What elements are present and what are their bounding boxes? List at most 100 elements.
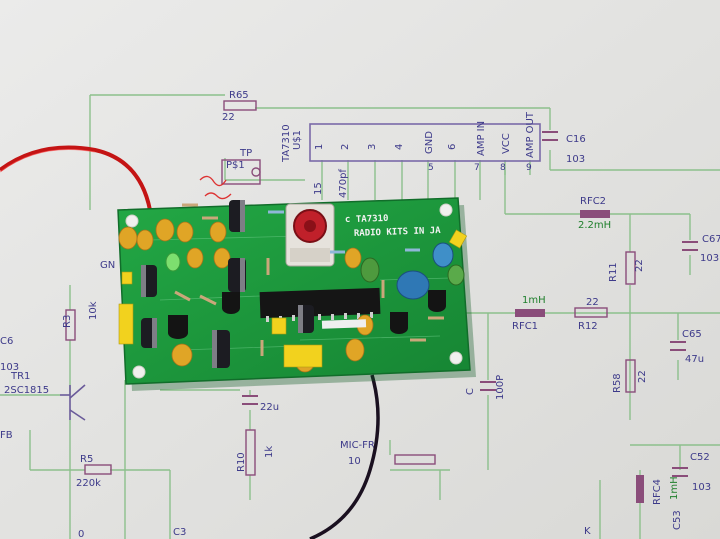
label-rfc1-value: 1mH bbox=[522, 295, 546, 306]
blue-capacitor-small bbox=[432, 242, 454, 268]
rfc1-symbol bbox=[515, 309, 545, 317]
rfc2-symbol bbox=[580, 210, 610, 218]
label-p1: P$1 bbox=[226, 160, 245, 171]
label-c3: C3 bbox=[173, 527, 186, 538]
label-c65-value: 47u bbox=[685, 354, 704, 365]
label-rfc2: RFC2 bbox=[580, 196, 606, 207]
label-pin-2: 2 bbox=[340, 144, 351, 150]
green-capacitor-2 bbox=[447, 264, 465, 286]
label-c15: 15 bbox=[313, 182, 324, 195]
tp-point-icon bbox=[251, 167, 261, 177]
label-c100p: 100P bbox=[495, 375, 506, 400]
green-led bbox=[165, 252, 181, 272]
label-r11: R11 bbox=[608, 262, 619, 282]
label-c52: C52 bbox=[690, 452, 710, 463]
label-c22u: 22u bbox=[260, 402, 279, 413]
r11-symbol bbox=[625, 251, 636, 285]
handwritten-red-marks bbox=[199, 175, 232, 200]
label-r58-value: 22 bbox=[637, 370, 648, 383]
green-capacitor bbox=[360, 257, 380, 283]
label-mic: MIC-FR bbox=[340, 440, 375, 451]
c67-symbol bbox=[682, 241, 698, 251]
schematic-ic-outline bbox=[309, 123, 541, 162]
label-c67: C67 bbox=[702, 234, 720, 245]
label-pin-num-7: 7 bbox=[474, 163, 480, 173]
label-ic-sub: U$1 bbox=[292, 130, 303, 150]
red-wire-highlight bbox=[0, 149, 96, 173]
label-r12-value: 22 bbox=[586, 297, 599, 308]
label-r10-value: 1k bbox=[264, 446, 275, 458]
c52-symbol bbox=[672, 467, 688, 477]
label-tp: TP bbox=[239, 148, 252, 159]
label-mic-value: 10 bbox=[348, 456, 361, 467]
c16-symbol bbox=[542, 131, 558, 141]
label-pin-6: 6 bbox=[447, 144, 458, 150]
label-c52-value: 103 bbox=[692, 482, 711, 493]
label-c-left-value: 103 bbox=[0, 362, 19, 373]
label-r5-value: 220k bbox=[76, 478, 101, 489]
label-c65: C65 bbox=[682, 329, 702, 340]
blue-capacitor bbox=[396, 270, 430, 300]
label-r65-value: 22 bbox=[222, 112, 235, 123]
label-r5: R5 bbox=[80, 454, 93, 465]
label-c16: C16 bbox=[566, 134, 586, 145]
label-fb: FB bbox=[0, 430, 13, 441]
pcb-silk-line2: RADIO KITS IN JA bbox=[354, 226, 442, 239]
label-rfc1: RFC1 bbox=[512, 321, 538, 332]
r58-symbol bbox=[625, 359, 636, 393]
pin-headers bbox=[118, 229, 468, 368]
trimmer-potentiometer bbox=[285, 203, 335, 267]
label-c53: C53 bbox=[672, 510, 683, 530]
label-c-mid: C bbox=[465, 388, 476, 395]
r12-symbol bbox=[574, 307, 608, 318]
tr1-symbol bbox=[60, 384, 86, 421]
label-pin-3: 3 bbox=[367, 144, 378, 150]
red-wire bbox=[0, 145, 152, 211]
label-tr1-part: 2SC1815 bbox=[4, 385, 49, 396]
label-rfc4: RFC4 bbox=[652, 479, 663, 505]
label-gnd: GN bbox=[100, 260, 115, 271]
label-r3-value: 10k bbox=[88, 301, 99, 320]
label-pin-num-5: 5 bbox=[428, 163, 434, 173]
c65-symbol bbox=[670, 341, 686, 351]
r3-symbol bbox=[65, 309, 76, 341]
label-r58: R58 bbox=[612, 373, 623, 393]
label-ic-ref: TA7310 bbox=[281, 124, 292, 163]
label-r10: R10 bbox=[236, 452, 247, 472]
label-c15-value: 470pf bbox=[338, 169, 349, 198]
label-r11-value: 22 bbox=[634, 259, 645, 272]
label-pin-amp-in: AMP IN bbox=[476, 121, 487, 156]
label-pin-gnd: GND bbox=[424, 131, 435, 154]
pcb-silk-title: TA7310 bbox=[356, 214, 389, 225]
silk-label-strip bbox=[321, 319, 367, 329]
resistors bbox=[174, 203, 444, 356]
c100p-symbol bbox=[480, 381, 496, 391]
label-rfc2-value: 2.2mH bbox=[578, 220, 611, 231]
label-c67-value: 103 bbox=[700, 253, 719, 264]
label-pin-4: 4 bbox=[394, 144, 405, 150]
pcb-silk-c: c bbox=[345, 215, 351, 225]
label-pin-amp-out: AMP OUT bbox=[525, 111, 536, 158]
label-c-left-bottom: 0 bbox=[78, 529, 84, 539]
r5-symbol bbox=[84, 464, 112, 475]
label-r65: R65 bbox=[229, 90, 249, 101]
label-r12: R12 bbox=[578, 321, 598, 332]
label-r3: R3 bbox=[62, 315, 73, 328]
label-tr1: TR1 bbox=[10, 371, 30, 382]
mic-trimmer-symbol bbox=[394, 454, 436, 465]
label-pin-1: 1 bbox=[314, 144, 325, 150]
transistors bbox=[168, 290, 446, 339]
r10-symbol bbox=[245, 429, 256, 476]
black-wire bbox=[309, 374, 380, 539]
c22u-symbol bbox=[242, 395, 258, 405]
label-pin-vcc: VCC bbox=[501, 133, 512, 154]
label-c-left: C6 bbox=[0, 336, 13, 347]
electrolytic-capacitors bbox=[141, 200, 314, 368]
label-k: K bbox=[584, 526, 591, 537]
label-rfc4-value: 1mH bbox=[669, 476, 680, 500]
label-c16-value: 103 bbox=[566, 154, 585, 165]
label-pin-num-9: 9 bbox=[526, 163, 532, 173]
rfc4-symbol bbox=[636, 475, 644, 503]
